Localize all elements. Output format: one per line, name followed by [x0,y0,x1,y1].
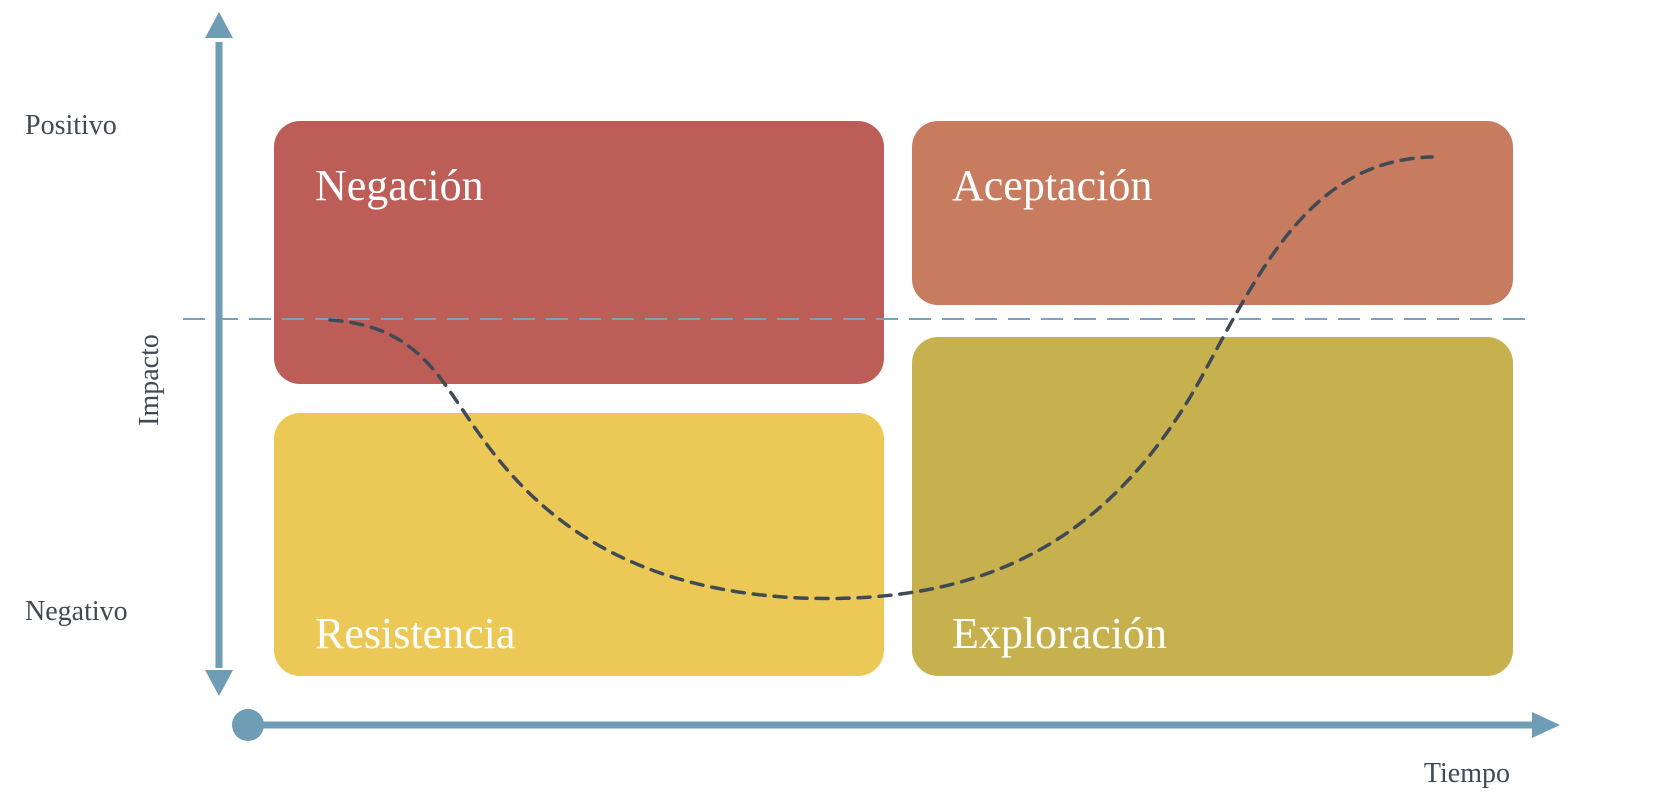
y-axis-positive-label: Positivo [25,110,117,141]
quadrant-exploracion-box [912,337,1513,676]
quadrant-exploracion-label: Exploración [952,609,1167,658]
quadrant-resistencia-box [274,413,884,676]
y-axis-negative-label: Negativo [25,596,128,627]
y-axis-title: Impacto [134,334,165,426]
quadrant-aceptacion-box [912,121,1513,305]
y-axis-arrow-up-icon [205,12,233,38]
x-axis-origin-dot-icon [232,709,264,741]
quadrant-resistencia-label: Resistencia [315,609,515,658]
y-axis-arrow-down-icon [205,670,233,696]
change-curve [328,155,1434,601]
quadrant-negacion-label: Negación [315,161,484,210]
quadrant-aceptacion-label: Aceptación [952,161,1152,210]
x-axis-arrow-right-icon [1532,712,1560,738]
x-axis-title: Tiempo [1424,758,1510,789]
